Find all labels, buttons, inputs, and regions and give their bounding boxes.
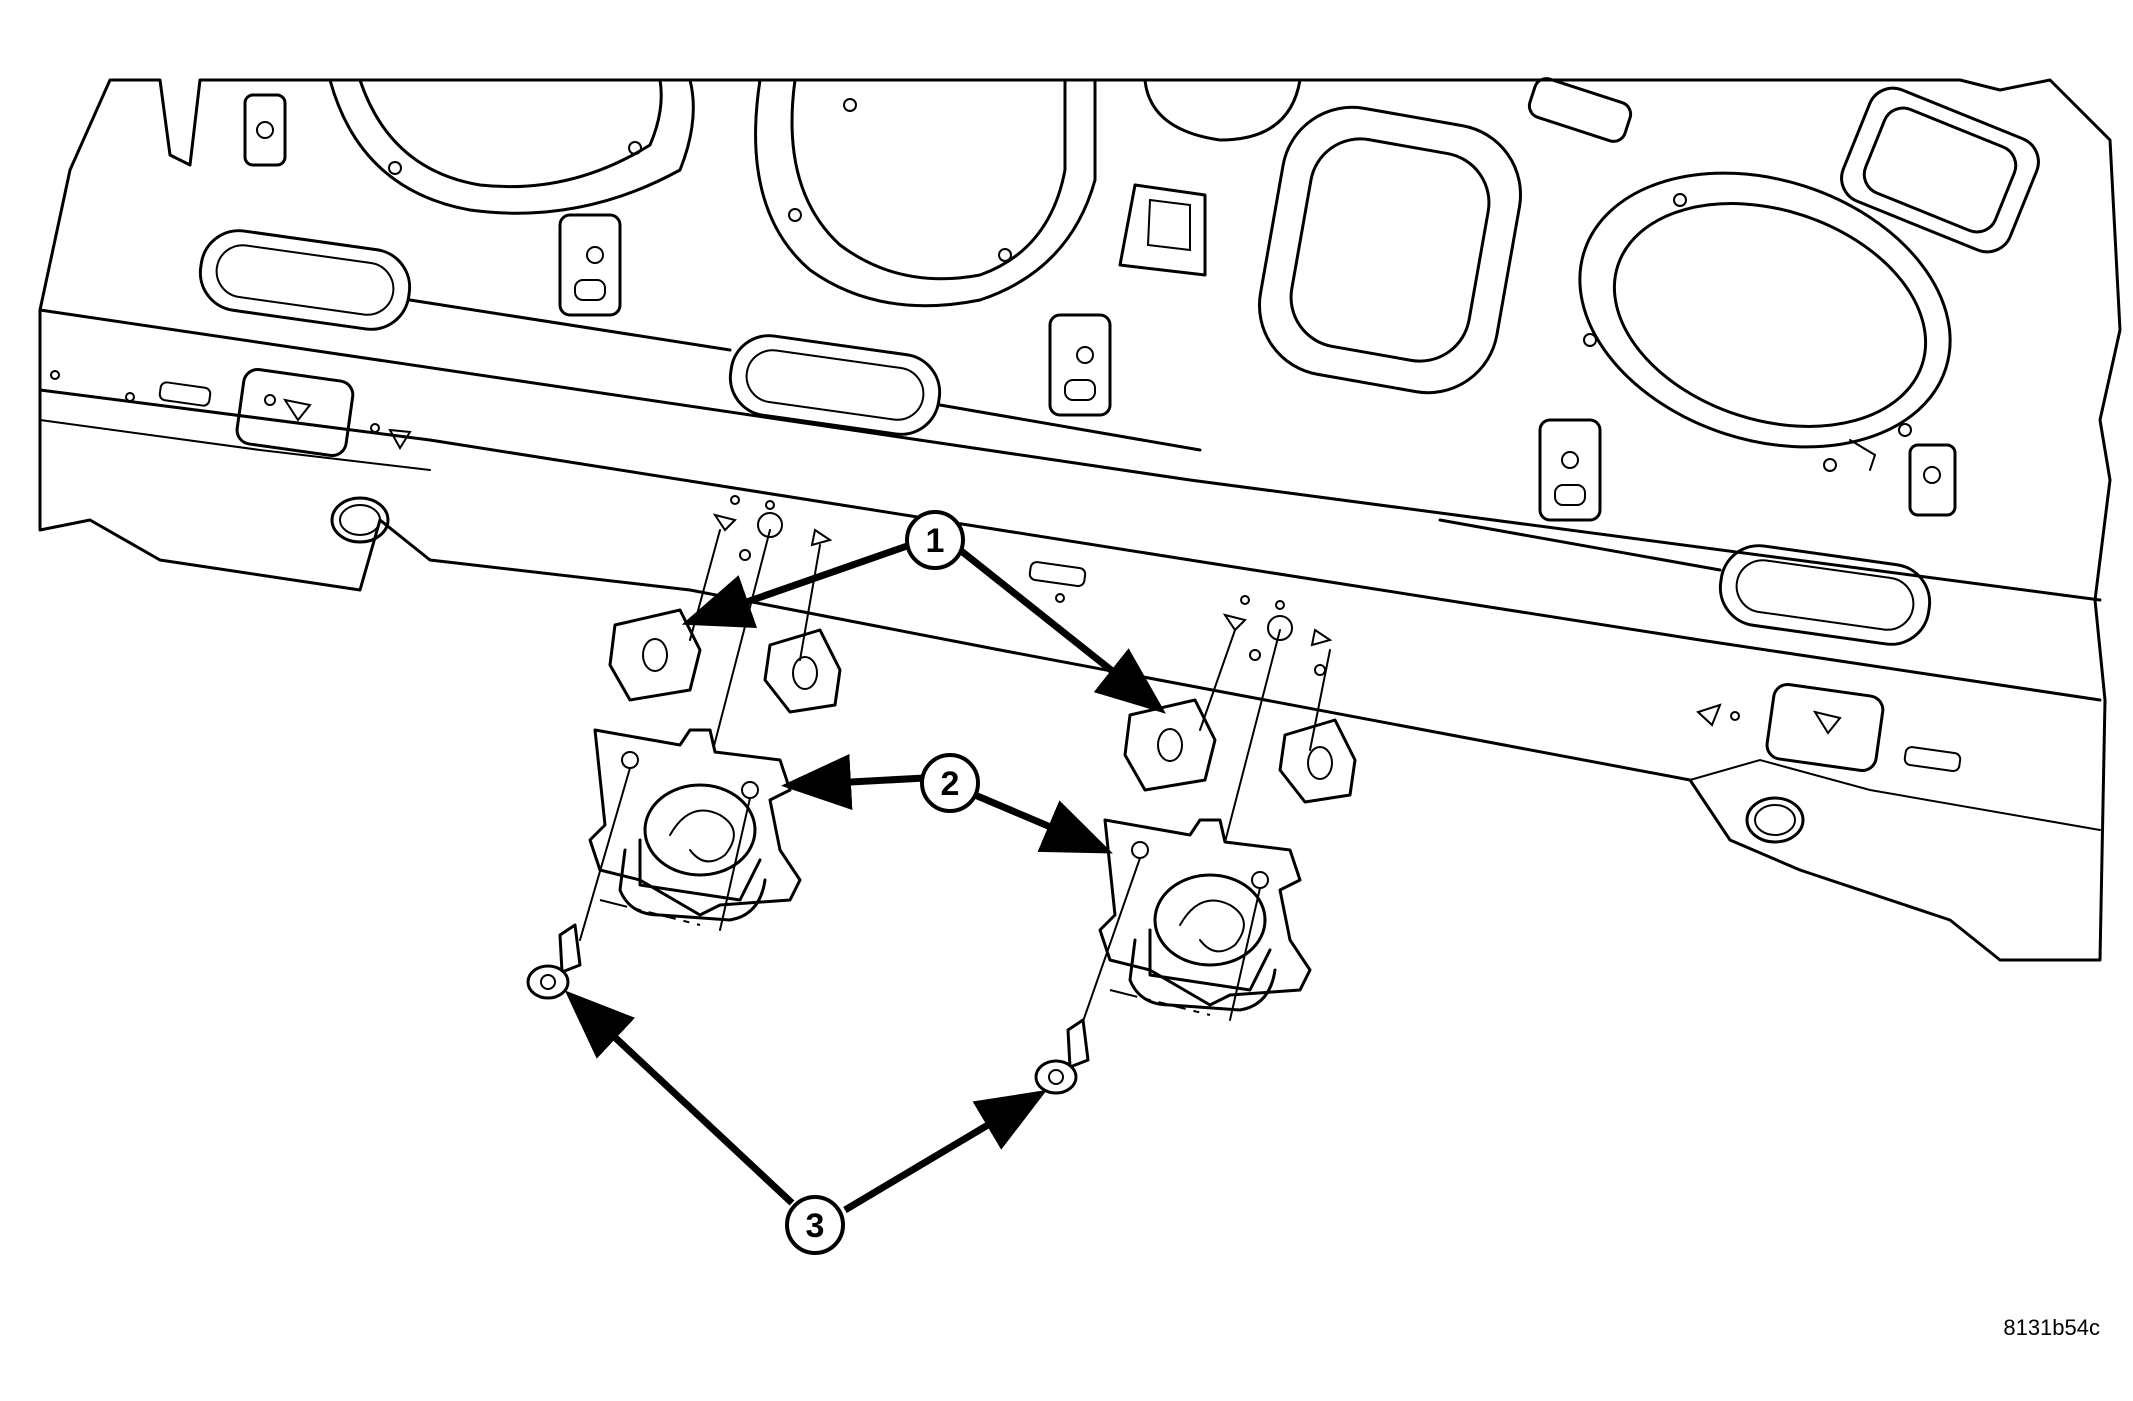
leader-3-to-left-screw xyxy=(564,990,795,1206)
trim-panel xyxy=(38,77,2122,962)
anchor-plate-left xyxy=(588,728,802,922)
switch-bezel-right xyxy=(1696,683,1962,773)
slot-left xyxy=(198,229,412,331)
rounded-square-opening xyxy=(1257,105,1523,395)
callout-3-label: 3 xyxy=(806,1207,825,1245)
leader-1-to-right-retainer xyxy=(957,547,1166,714)
panel-lower-lip xyxy=(1689,758,2101,831)
vent-opening-top xyxy=(1143,78,1302,142)
leader-arrows xyxy=(564,541,1166,1214)
retainer-clip-right-a xyxy=(1123,698,1217,792)
speaker-opening-right xyxy=(1578,171,1952,472)
leader-3-to-right-screw xyxy=(843,1089,1048,1214)
upper-right-pocket xyxy=(1840,86,2040,254)
callout-3: 3 xyxy=(785,1195,845,1255)
slot-right xyxy=(1718,544,1932,646)
grommet-right xyxy=(1745,796,1805,844)
anchor-assembly-left xyxy=(526,495,842,1000)
switch-bezel-left xyxy=(50,368,412,457)
anchor-plate-right xyxy=(1098,818,1312,1012)
small-square-pocket xyxy=(1118,183,1207,277)
rib-rail-right xyxy=(938,403,1202,452)
hole-marker xyxy=(712,513,737,532)
speaker-opening-center xyxy=(754,78,1097,308)
anchor-assembly-right xyxy=(1034,595,1357,1095)
callout-1-label: 1 xyxy=(926,522,945,560)
panel-crease-upper xyxy=(38,308,2102,602)
callout-2-label: 2 xyxy=(941,765,960,803)
rib-rail-far-right xyxy=(1438,518,1722,572)
callout-1: 1 xyxy=(905,510,965,570)
leader-2-to-right-plate xyxy=(973,791,1113,854)
retainer-clip-left-a xyxy=(608,608,702,702)
screw-right xyxy=(1034,1018,1090,1095)
grommet-left xyxy=(330,496,390,544)
retainer-clip-right-b xyxy=(1278,718,1357,804)
leader-1-to-left-retainer xyxy=(681,541,912,628)
top-slot xyxy=(1527,77,1633,143)
panel-crease-mid xyxy=(39,419,431,471)
small-panel-slot xyxy=(1028,561,1087,603)
rib-rail-left xyxy=(408,298,732,352)
speaker-opening-left xyxy=(328,78,695,215)
callout-2: 2 xyxy=(920,753,980,813)
panel-tabs xyxy=(243,93,1957,522)
screw-left xyxy=(526,923,582,1000)
retainer-clip-left-b xyxy=(763,628,842,714)
slot-center xyxy=(728,334,942,436)
panel-crease-lower xyxy=(38,388,2102,702)
panel-outline xyxy=(38,78,2122,962)
leader-2-to-left-plate xyxy=(781,754,926,810)
figure-reference-id: 8131b54c xyxy=(2003,1315,2100,1340)
